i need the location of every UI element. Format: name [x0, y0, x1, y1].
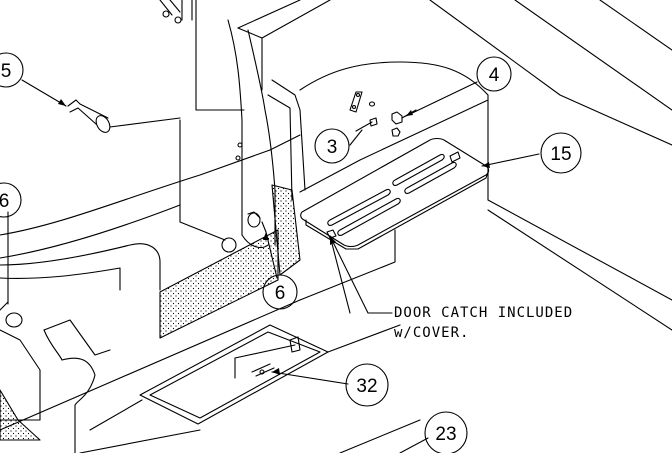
- callout-label-23: 23: [435, 424, 456, 445]
- callout-label-6-left: 6: [0, 191, 9, 212]
- floor-pan-outline: [0, 61, 672, 431]
- callout-label-5: 5: [1, 61, 12, 82]
- front-strut: [0, 79, 306, 453]
- insulation-pad-right: [271, 184, 301, 276]
- door-catch-note-line1: DOOR CATCH INCLUDED: [394, 305, 573, 321]
- pivot-bolt-part-6: [247, 211, 267, 233]
- callout-circle-23: [424, 411, 468, 453]
- insulation-pad-bottom: [0, 389, 41, 441]
- floor-access-opening: [79, 324, 421, 453]
- latch-part-32: [251, 336, 301, 377]
- cover-plate-part-15: [300, 137, 490, 250]
- seat-frame-tube: [179, 0, 276, 253]
- callout-circle-32: [345, 363, 389, 407]
- insulation-pad-left: [159, 229, 279, 339]
- body-panel-outline: [0, 0, 672, 259]
- callout-circle-4: [476, 56, 512, 92]
- callout-circle-15: [540, 132, 582, 174]
- callout-label-4: 4: [489, 65, 500, 86]
- callout-label-3: 3: [327, 137, 338, 158]
- callout-label-32: 32: [356, 376, 377, 397]
- callout-label-6-mid: 6: [275, 283, 286, 304]
- leader-arrowheads: [58, 99, 490, 375]
- top-bolts: [159, 0, 182, 24]
- callout-label-15: 15: [550, 144, 571, 165]
- screw-part-3: [355, 117, 378, 132]
- pin-part-5: [67, 99, 181, 133]
- callout-circle-6-mid: [262, 274, 298, 310]
- callout-circle-5: [0, 52, 24, 88]
- callout-circle-3: [314, 128, 350, 164]
- door-catch-note-line2: w/COVER.: [394, 325, 469, 341]
- callout-circle-6-left: [0, 182, 22, 218]
